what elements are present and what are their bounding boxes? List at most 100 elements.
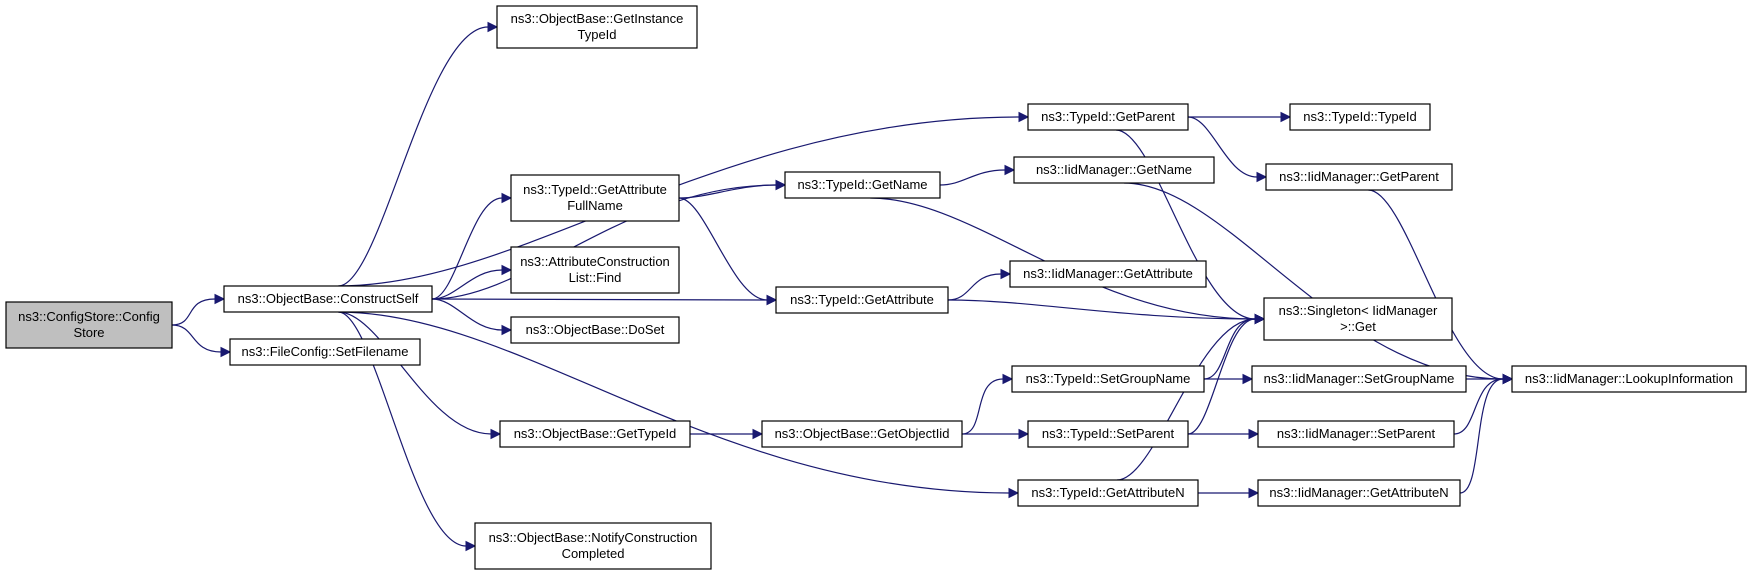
edge-line xyxy=(338,26,489,287)
node-box xyxy=(5,301,173,349)
node-lookupinfo[interactable]: ns3::IidManager::LookupInformation xyxy=(1511,365,1747,393)
node-box[interactable] xyxy=(1013,156,1215,184)
node-box[interactable] xyxy=(223,285,433,313)
node-box[interactable] xyxy=(1011,365,1205,393)
node-box[interactable] xyxy=(510,316,680,344)
edge-line xyxy=(338,311,1010,494)
node-ob-gettypeid[interactable]: ns3::ObjectBase::GetTypeId xyxy=(499,420,691,448)
node-box[interactable] xyxy=(784,171,941,199)
node-box[interactable] xyxy=(499,420,691,448)
node-box[interactable] xyxy=(1257,479,1461,507)
node-getattribute[interactable]: ns3::TypeId::GetAttribute xyxy=(775,286,949,314)
node-configstore: ns3::ConfigStore::ConfigStore xyxy=(5,301,173,349)
edge-constructself-to-getinstancetypeid xyxy=(338,21,499,287)
node-box[interactable] xyxy=(1511,365,1747,393)
edge-getobjectiid-to-setparent xyxy=(962,428,1030,440)
node-box[interactable] xyxy=(229,338,421,366)
node-box[interactable] xyxy=(1017,479,1199,507)
arrowhead-icon xyxy=(1002,373,1014,385)
node-getname[interactable]: ns3::TypeId::GetName xyxy=(784,171,941,199)
edge-configstore-to-setfilename xyxy=(171,324,232,358)
node-box[interactable] xyxy=(761,420,963,448)
node-box[interactable] xyxy=(510,174,680,222)
node-box[interactable] xyxy=(1251,365,1467,393)
edge-iid-getattributen-to-lookupinfo xyxy=(1459,373,1514,494)
edge-getattribute-to-iid-getattribute xyxy=(947,268,1012,301)
edge-line xyxy=(338,311,492,435)
edge-line xyxy=(171,324,222,353)
node-box[interactable] xyxy=(1027,103,1189,131)
edge-line xyxy=(947,273,1002,301)
arrowhead-icon xyxy=(487,21,499,33)
edge-constructself-to-ob-gettypeid xyxy=(338,311,502,440)
node-constructself[interactable]: ns3::ObjectBase::ConstructSelf xyxy=(223,285,433,313)
arrowhead-icon xyxy=(501,264,513,276)
node-setfilename[interactable]: ns3::FileConfig::SetFilename xyxy=(229,338,421,366)
edge-getparent-to-typeid-ctor xyxy=(1188,111,1292,123)
node-iid-getattributen[interactable]: ns3::IidManager::GetAttributeN xyxy=(1257,479,1461,507)
arrowhead-icon xyxy=(1256,171,1268,183)
arrowhead-icon xyxy=(1248,428,1260,440)
edge-getobjectiid-to-setgroupname xyxy=(961,373,1014,435)
node-typeid-ctor[interactable]: ns3::TypeId::TypeId xyxy=(1289,103,1431,131)
arrowhead-icon xyxy=(1254,313,1266,325)
arrowhead-icon xyxy=(1280,111,1292,123)
edge-line xyxy=(961,378,1004,435)
node-getobjectiid[interactable]: ns3::ObjectBase::GetObjectIid xyxy=(761,420,963,448)
node-getattributen[interactable]: ns3::TypeId::GetAttributeN xyxy=(1017,479,1199,507)
node-box[interactable] xyxy=(510,246,680,294)
node-doset[interactable]: ns3::ObjectBase::DoSet xyxy=(510,316,680,344)
node-setgroupname[interactable]: ns3::TypeId::SetGroupName xyxy=(1011,365,1205,393)
node-iid-setparent[interactable]: ns3::IidManager::SetParent xyxy=(1257,420,1455,448)
node-notifyconstruction[interactable]: ns3::ObjectBase::NotifyConstructionCompl… xyxy=(474,522,712,570)
edge-getattrfullname-to-getattribute xyxy=(678,197,778,306)
node-box[interactable] xyxy=(1265,163,1453,191)
edge-setparent-to-iid-setparent xyxy=(1188,428,1260,440)
node-setparent[interactable]: ns3::TypeId::SetParent xyxy=(1027,420,1189,448)
node-iid-getname[interactable]: ns3::IidManager::GetName xyxy=(1013,156,1215,184)
edge-constructself-to-doset xyxy=(431,298,513,336)
arrowhead-icon xyxy=(220,346,232,358)
node-box[interactable] xyxy=(775,286,949,314)
node-box[interactable] xyxy=(1009,260,1207,288)
node-iid-setgroupname[interactable]: ns3::IidManager::SetGroupName xyxy=(1251,365,1467,393)
node-box[interactable] xyxy=(1027,420,1189,448)
edge-line xyxy=(1116,318,1256,481)
node-getparent[interactable]: ns3::TypeId::GetParent xyxy=(1027,103,1189,131)
node-singleton-get[interactable]: ns3::Singleton< IidManager >::Get xyxy=(1263,297,1453,341)
node-box[interactable] xyxy=(1289,103,1431,131)
edge-line xyxy=(1187,116,1258,178)
arrowhead-icon xyxy=(501,324,513,336)
edge-getattribute-to-singleton-get xyxy=(947,299,1266,325)
edge-line xyxy=(1368,189,1504,380)
arrowhead-icon xyxy=(501,192,513,204)
edge-line xyxy=(1203,318,1256,380)
edge-layer xyxy=(171,21,1514,552)
arrowhead-icon xyxy=(1018,111,1030,123)
edge-line xyxy=(1187,318,1256,435)
edge-getparent-to-iid-getparent xyxy=(1187,116,1268,183)
node-box[interactable] xyxy=(1263,297,1453,341)
arrowhead-icon xyxy=(490,428,502,440)
edge-getname-to-iid-getname xyxy=(939,164,1016,186)
edge-configstore-to-constructself xyxy=(171,293,226,326)
arrowhead-icon xyxy=(766,294,778,306)
arrowhead-icon xyxy=(1008,487,1020,499)
edge-constructself-to-notifyconstruction xyxy=(338,311,477,552)
node-box[interactable] xyxy=(474,522,712,570)
edge-line xyxy=(431,298,503,331)
edge-constructself-to-getattribute xyxy=(431,294,778,306)
node-box[interactable] xyxy=(496,5,698,49)
edge-line xyxy=(171,298,216,326)
node-box[interactable] xyxy=(1257,420,1455,448)
edge-setgroupname-to-iid-setgroupname xyxy=(1203,373,1254,385)
edge-line xyxy=(431,184,777,300)
arrowhead-icon xyxy=(1004,164,1016,176)
node-iid-getattribute[interactable]: ns3::IidManager::GetAttribute xyxy=(1009,260,1207,288)
node-iid-getparent[interactable]: ns3::IidManager::GetParent xyxy=(1265,163,1453,191)
edge-getattributen-to-singleton-get xyxy=(1116,313,1266,481)
